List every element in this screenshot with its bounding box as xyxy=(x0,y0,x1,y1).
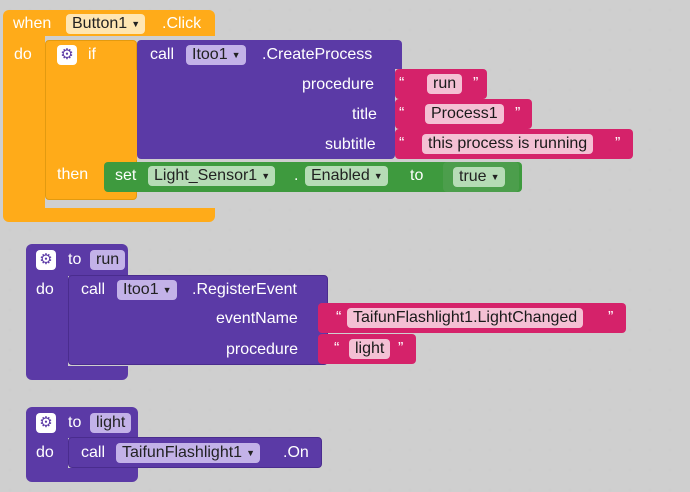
button1-label: Button1 xyxy=(72,15,128,32)
string-event-name-value[interactable]: TaifunFlashlight1.LightChanged xyxy=(347,308,584,328)
to-label: to xyxy=(68,251,82,268)
quote-close: ” xyxy=(608,309,614,326)
string-run-value[interactable]: run xyxy=(427,74,463,94)
gear-icon[interactable]: ⚙ xyxy=(36,250,56,270)
if-label: if xyxy=(88,46,96,63)
click-event-label: .Click xyxy=(162,15,202,32)
do-label: do xyxy=(36,281,54,298)
quote-close: ” xyxy=(398,340,404,357)
register-event-method-label: .RegisterEvent xyxy=(192,281,297,298)
taifun-flashlight1-component-dropdown[interactable]: TaifunFlashlight1 ▼ xyxy=(116,443,261,463)
to-label: to xyxy=(68,414,82,431)
string-subtitle-value[interactable]: this process is running xyxy=(422,134,594,154)
quote-close: ” xyxy=(615,135,621,152)
string-light-value[interactable]: light xyxy=(349,339,391,359)
event-name-param-label: eventName xyxy=(216,310,298,327)
itoo1-label: Itoo1 xyxy=(123,281,159,298)
then-label: then xyxy=(57,166,89,183)
true-boolean-block[interactable]: true ▼ xyxy=(443,162,519,192)
taifun-flashlight1-label: TaifunFlashlight1 xyxy=(122,444,243,461)
procedure-name-run[interactable]: run xyxy=(90,250,126,270)
itoo1-label: Itoo1 xyxy=(192,46,228,63)
itoo1-component-dropdown[interactable]: Itoo1 ▼ xyxy=(117,280,177,300)
subtitle-param-label: subtitle xyxy=(325,136,376,153)
itoo1-component-dropdown[interactable]: Itoo1 ▼ xyxy=(186,45,246,65)
light-sensor1-component-dropdown[interactable]: Light_Sensor1 ▼ xyxy=(148,166,276,186)
light-sensor1-label: Light_Sensor1 xyxy=(154,167,258,184)
chevron-down-icon: ▼ xyxy=(246,448,256,458)
string-process1-block[interactable]: “ Process1 ” xyxy=(395,99,532,129)
to-label: to xyxy=(410,167,424,184)
enabled-property-dropdown[interactable]: Enabled ▼ xyxy=(305,166,388,186)
quote-close: ” xyxy=(515,105,521,122)
chevron-down-icon: ▼ xyxy=(490,172,500,182)
enabled-label: Enabled xyxy=(311,167,370,184)
gear-icon[interactable]: ⚙ xyxy=(57,45,77,65)
string-process1-value[interactable]: Process1 xyxy=(425,104,504,124)
do-label: do xyxy=(14,46,32,63)
when-label: when xyxy=(13,15,52,32)
dot-label: . xyxy=(294,167,299,184)
procedure-name-light[interactable]: light xyxy=(90,413,132,433)
button1-component-dropdown[interactable]: Button1 ▼ xyxy=(66,14,146,34)
string-event-name-block[interactable]: “ TaifunFlashlight1.LightChanged ” xyxy=(318,303,626,333)
title-param-label: title xyxy=(352,106,377,123)
do-label: do xyxy=(36,444,54,461)
call-label: call xyxy=(81,281,106,298)
quote-open: “ xyxy=(399,75,405,92)
string-subtitle-block[interactable]: “ this process is running ” xyxy=(395,129,633,159)
procedure-param-label: procedure xyxy=(226,341,299,358)
quote-open: “ xyxy=(399,135,405,152)
quote-open: “ xyxy=(334,340,340,357)
true-label: true xyxy=(459,168,487,185)
call-label: call xyxy=(150,46,175,63)
quote-close: ” xyxy=(473,75,479,92)
chevron-down-icon: ▼ xyxy=(231,50,241,60)
chevron-down-icon: ▼ xyxy=(162,285,172,295)
gear-icon[interactable]: ⚙ xyxy=(36,413,56,433)
on-method-label: .On xyxy=(283,444,309,461)
string-run-block[interactable]: “ run ” xyxy=(395,69,487,99)
chevron-down-icon: ▼ xyxy=(373,171,383,181)
chevron-down-icon: ▼ xyxy=(131,19,141,29)
procedure-param-label: procedure xyxy=(302,76,375,93)
chevron-down-icon: ▼ xyxy=(261,171,271,181)
create-process-method-label: .CreateProcess xyxy=(262,46,373,63)
call-label: call xyxy=(81,444,106,461)
true-value-dropdown[interactable]: true ▼ xyxy=(453,167,505,187)
quote-open: “ xyxy=(336,309,342,326)
quote-open: “ xyxy=(399,105,405,122)
set-label: set xyxy=(115,167,137,184)
string-light-block[interactable]: “ light ” xyxy=(318,334,416,364)
